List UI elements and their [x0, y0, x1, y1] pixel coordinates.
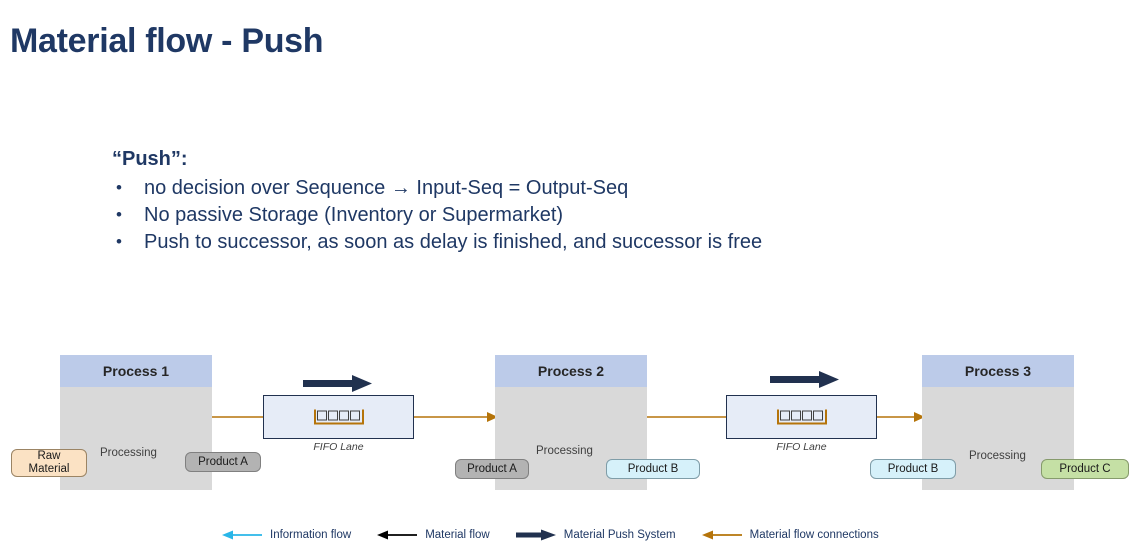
chip-product-a-in[interactable]: Product A	[455, 459, 529, 479]
bullet-item: no decision over Sequence → Input-Seq = …	[112, 174, 1012, 202]
fifo-slot	[328, 410, 338, 421]
bullet-item: Push to successor, as soon as delay is f…	[112, 228, 1012, 256]
chip-raw-material[interactable]: Raw Material	[11, 449, 87, 477]
legend: Information flow Material flow Material …	[222, 529, 905, 541]
processing-label-3: Processing	[969, 450, 1026, 462]
chip-product-b-in[interactable]: Product B	[870, 459, 956, 479]
legend-item-information-flow: Information flow	[222, 529, 351, 541]
fifo-slot	[791, 410, 801, 421]
chip-product-a-out[interactable]: Product A	[185, 452, 261, 472]
material-push-system-arrow-icon	[515, 529, 556, 541]
chip-product-c-out[interactable]: Product C	[1041, 459, 1129, 479]
fifo-slot	[780, 410, 790, 421]
legend-item-material-push-system: Material Push System	[515, 529, 676, 541]
fifo-lane-label-1: FIFO Lane	[313, 441, 364, 453]
fifo-slots-1	[313, 409, 364, 425]
process-title: Process 3	[922, 355, 1074, 387]
fifo-lane-1[interactable]	[263, 395, 414, 439]
legend-item-material-flow-connections: Material flow connections	[701, 529, 879, 541]
chip-label-line2: Material	[28, 463, 70, 475]
legend-label: Material flow connections	[749, 529, 879, 541]
processing-label-1: Processing	[100, 447, 157, 459]
material-flow-arrow-icon	[377, 530, 418, 540]
legend-item-material-flow: Material flow	[377, 529, 490, 541]
fifo-slot	[339, 410, 349, 421]
legend-label: Material flow	[425, 529, 490, 541]
push-arrow-2	[770, 371, 839, 388]
material-flow-connections-arrow-icon	[701, 530, 742, 540]
chip-label-line1: Raw	[37, 450, 61, 462]
page-title: Material flow - Push	[10, 22, 324, 60]
fifo-slot	[802, 410, 812, 421]
fifo-lane-label-2: FIFO Lane	[776, 441, 827, 453]
process-title: Process 2	[495, 355, 647, 387]
processing-label-2: Processing	[536, 445, 593, 457]
fifo-slots-2	[776, 409, 827, 425]
fifo-slot	[813, 410, 823, 421]
process-title: Process 1	[60, 355, 212, 387]
content-heading: “Push”:	[112, 148, 188, 170]
legend-label: Material Push System	[563, 529, 676, 541]
fifo-slot	[317, 410, 327, 421]
push-arrow-1	[303, 375, 372, 392]
bullet-list: no decision over Sequence → Input-Seq = …	[112, 174, 1012, 256]
bullet-item: No passive Storage (Inventory or Superma…	[112, 201, 1012, 229]
content-block: “Push”: no decision over Sequence → Inpu…	[112, 146, 1012, 256]
fifo-slot	[350, 410, 360, 421]
information-flow-arrow-icon	[222, 530, 262, 540]
fifo-lane-2[interactable]	[726, 395, 877, 439]
chip-product-b-out[interactable]: Product B	[606, 459, 700, 479]
legend-label: Information flow	[270, 529, 352, 541]
